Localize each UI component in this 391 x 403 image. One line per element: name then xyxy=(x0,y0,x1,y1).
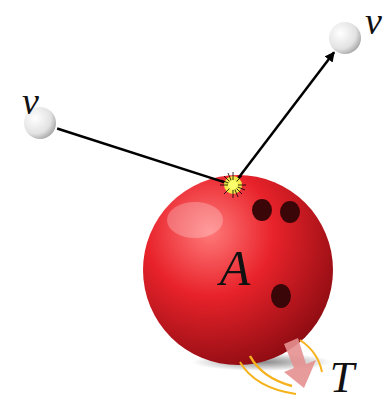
finger-hole xyxy=(280,201,300,223)
nucleus-label: A xyxy=(220,243,251,293)
particle-label: ν xyxy=(22,82,39,120)
neutrino-ball: ν xyxy=(8,80,62,142)
recoil-wave xyxy=(240,362,296,394)
trajectory-arrow xyxy=(234,52,334,183)
nucleus-ball: A xyxy=(143,175,333,365)
recoil-label: T xyxy=(330,356,354,400)
recoil-arrow xyxy=(284,338,316,388)
particle-label: ν xyxy=(365,2,382,40)
ball-highlight xyxy=(167,202,223,238)
recoil-wave xyxy=(250,356,292,386)
thumb-hole xyxy=(271,284,291,308)
golf-ball xyxy=(329,22,361,54)
neutrino-ball: ν xyxy=(325,2,389,56)
bowling-ball xyxy=(143,175,333,365)
finger-hole xyxy=(252,199,272,221)
trajectory-arrow xyxy=(57,129,231,185)
